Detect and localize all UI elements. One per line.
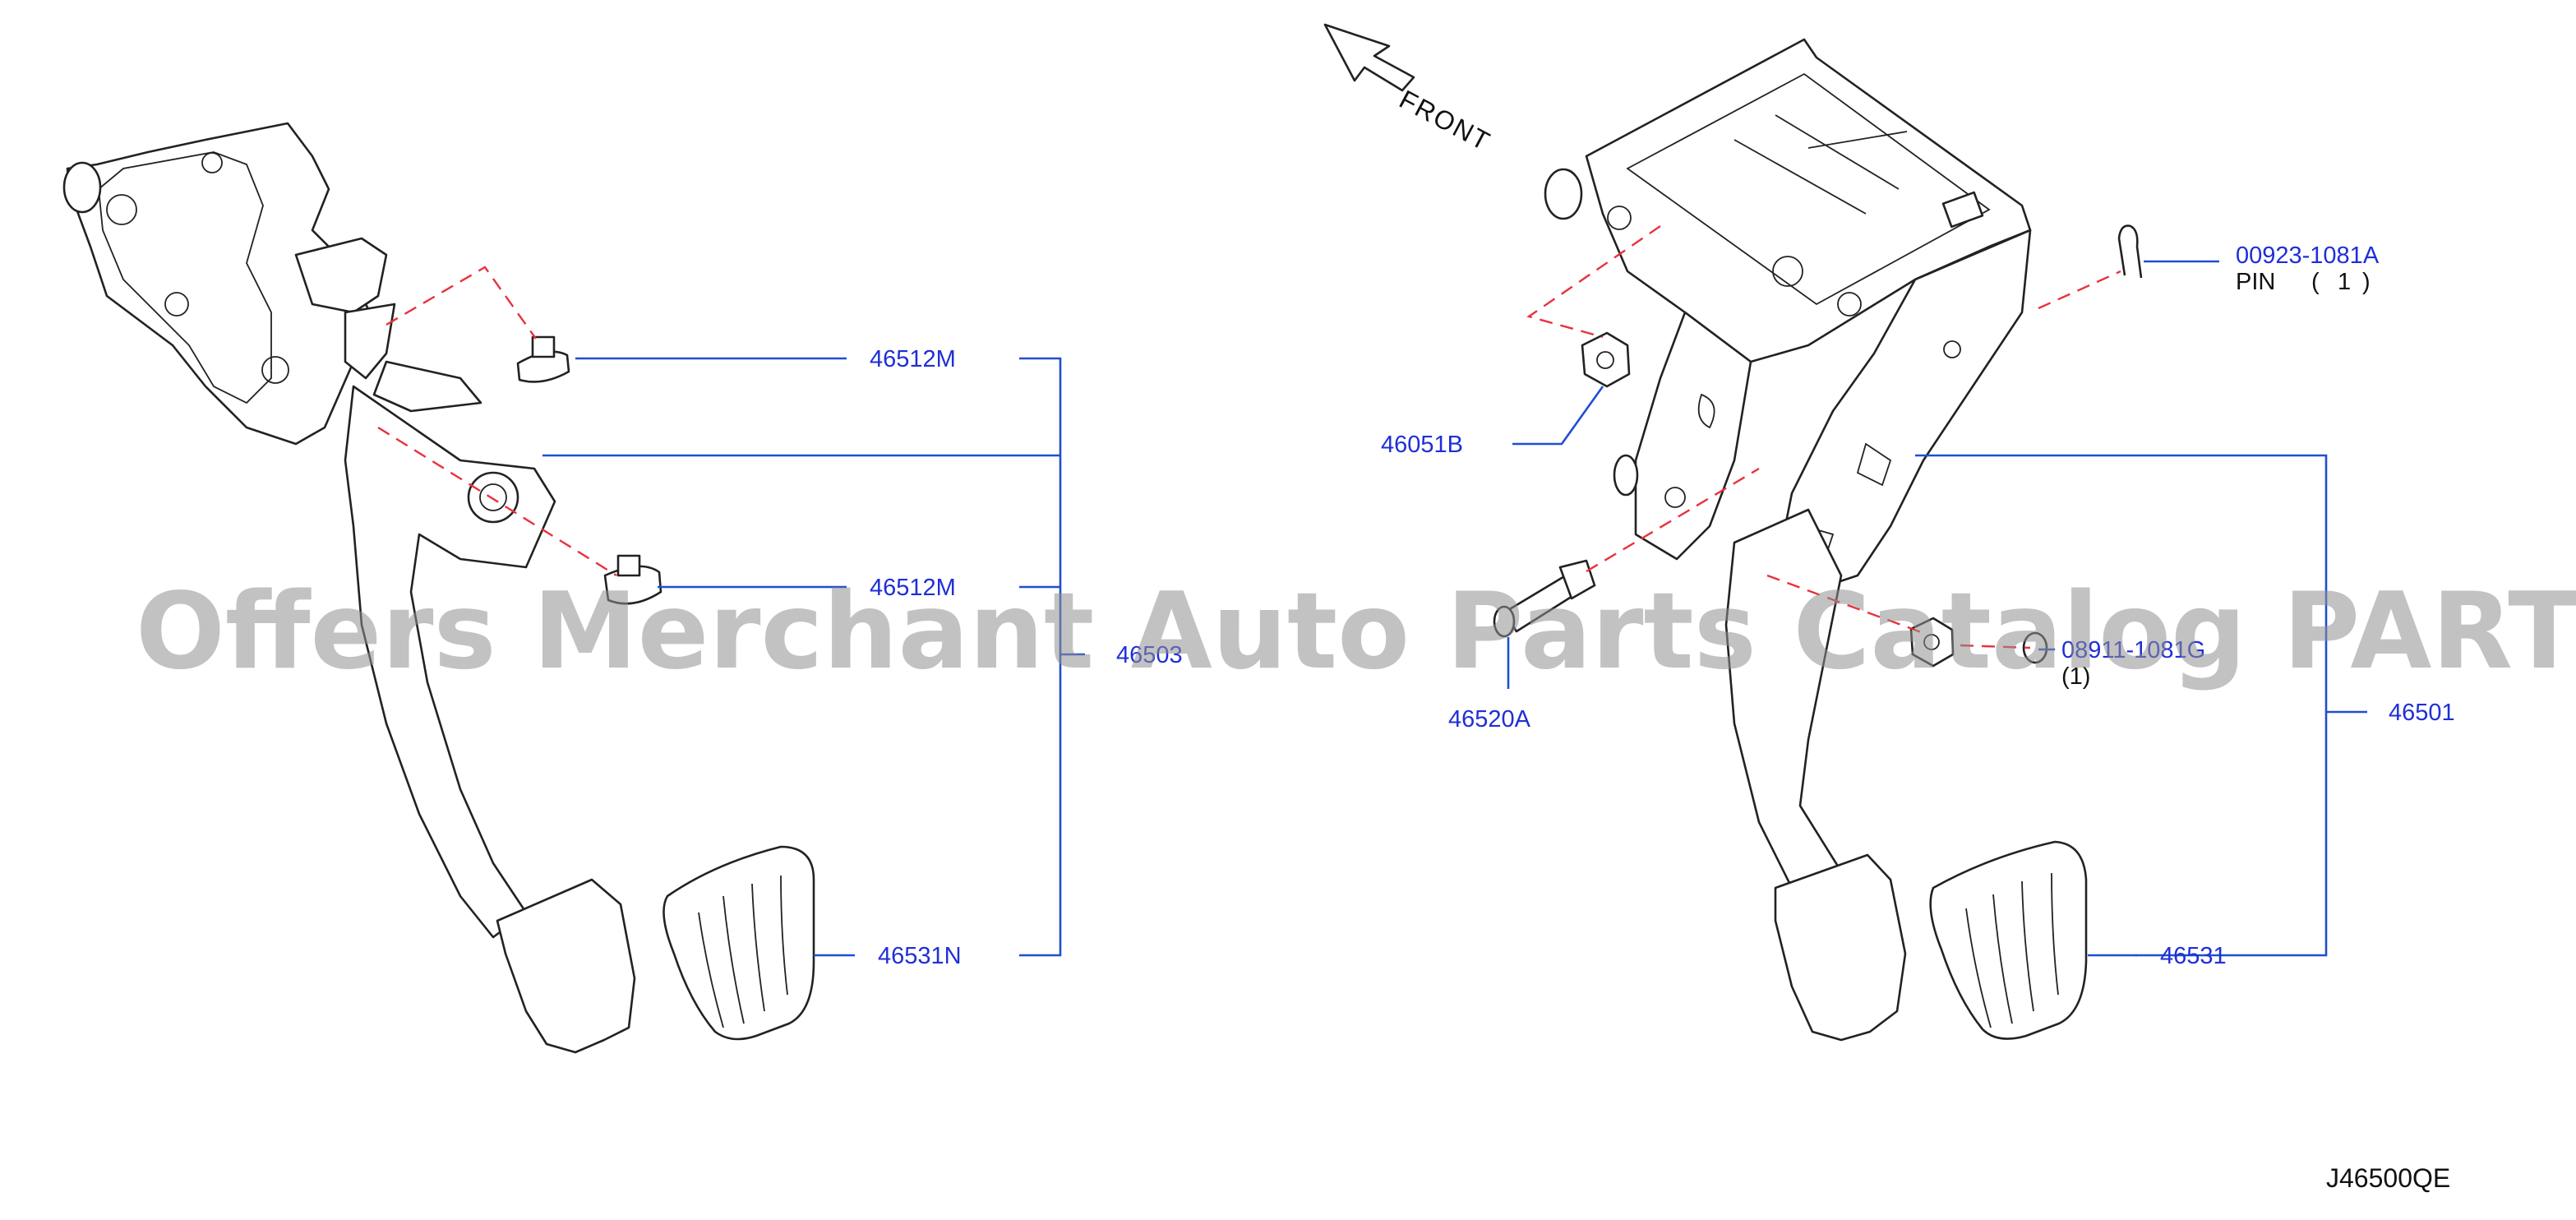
label-08911-1081g: 08911-1081G [2061, 637, 2205, 663]
label-washer-quantity: (1) [2061, 663, 2090, 690]
label-46501: 46501 [2389, 700, 2455, 726]
left-pedal-assembly-drawing [62, 122, 815, 1054]
right-leader-lines [1507, 260, 2367, 957]
watermark-text: Offers Merchant Auto Parts Catalog PARTS… [136, 571, 2576, 693]
label-00923-1081a: 00923-1081A [2236, 243, 2380, 269]
label-46531: 46531 [2160, 943, 2227, 969]
label-pin-open-paren: ( [2311, 269, 2320, 295]
label-46531n: 46531N [878, 943, 962, 969]
right-pedal-assembly-drawing [1493, 38, 2143, 1042]
label-pin-quantity: 1 [2338, 269, 2351, 295]
label-46051b: 46051B [1381, 432, 1463, 458]
left-leader-lines [542, 357, 1085, 957]
label-46503: 46503 [1116, 642, 1183, 668]
label-46512m-upper: 46512M [870, 346, 956, 372]
label-46512m-lower: 46512M [870, 575, 956, 601]
label-pin-close-paren: ) [2362, 269, 2371, 295]
front-direction-arrow: FRONT [1323, 23, 1496, 157]
drawing-code: J46500QE [2326, 1163, 2450, 1193]
label-46520a: 46520A [1448, 706, 1531, 732]
front-label: FRONT [1395, 84, 1496, 156]
label-pin-word: PIN [2236, 269, 2275, 295]
